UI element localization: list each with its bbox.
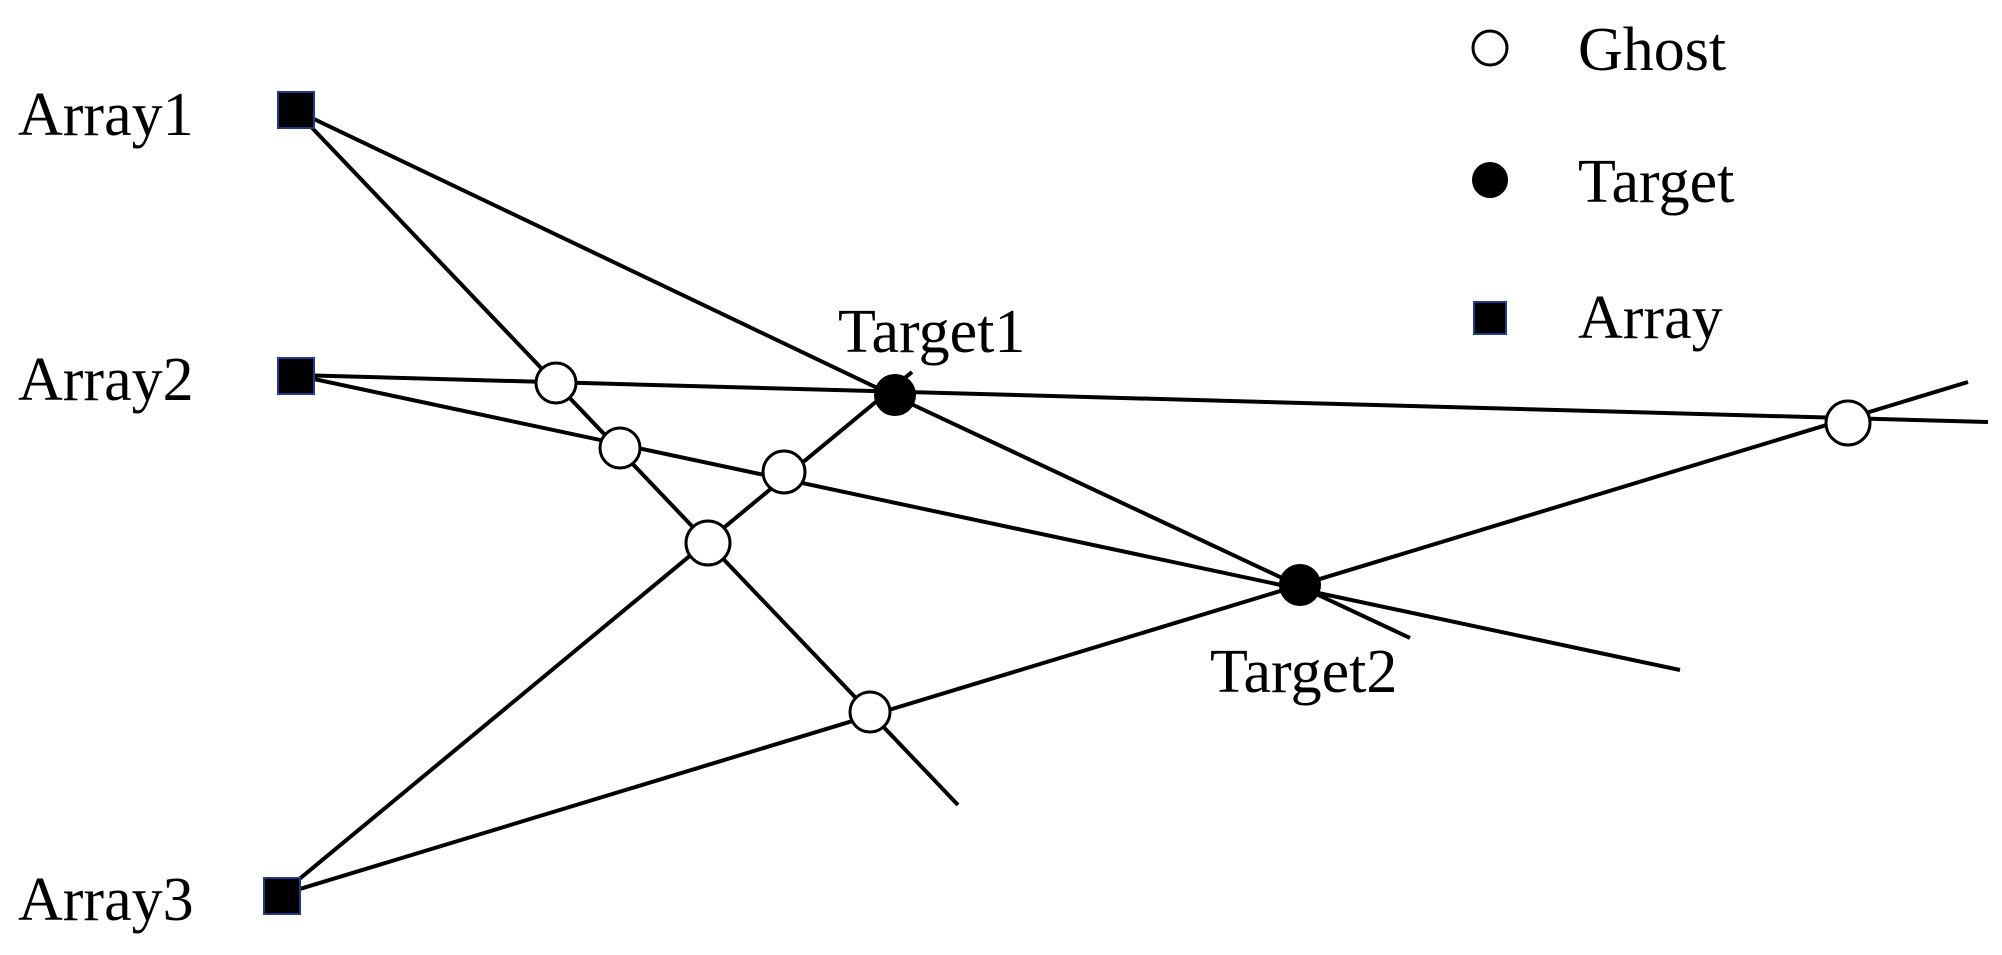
ghost-points <box>534 361 1872 734</box>
legend-array-icon <box>1473 301 1507 335</box>
ray-array3-target1 <box>278 370 914 897</box>
legend-target-label: Target <box>1578 148 1734 216</box>
ghost-point <box>684 519 732 567</box>
legend-ghost-icon <box>1471 29 1509 67</box>
ray-array1-target1-ext <box>891 393 1411 640</box>
target2-marker <box>1279 564 1321 606</box>
ghost-point <box>1824 399 1872 447</box>
ghost-point <box>534 361 578 405</box>
array2-label: Array2 <box>18 346 194 414</box>
array1-label: Array1 <box>18 81 194 149</box>
ghost-point <box>761 449 807 495</box>
target1-label: Target1 <box>838 298 1025 366</box>
legend-target-icon <box>1472 162 1508 198</box>
legend: Ghost Target Array <box>1471 16 1734 352</box>
ray-array1-target1 <box>294 108 893 397</box>
ray-array2-target2 <box>294 373 1681 672</box>
legend-ghost-label: Ghost <box>1578 16 1726 84</box>
target-points <box>874 374 1321 606</box>
array2-marker <box>277 357 315 395</box>
ghost-point <box>848 690 892 734</box>
array1-marker <box>277 91 315 129</box>
target1-marker <box>874 374 916 416</box>
ghost-point <box>598 426 642 470</box>
array3-label: Array3 <box>18 866 194 934</box>
target2-label: Target2 <box>1210 638 1397 706</box>
array3-marker <box>263 877 301 915</box>
ray-lines <box>278 108 1989 897</box>
array-markers <box>263 91 315 915</box>
ray-array3-target2 <box>279 380 1969 897</box>
legend-array-label: Array <box>1578 284 1723 352</box>
